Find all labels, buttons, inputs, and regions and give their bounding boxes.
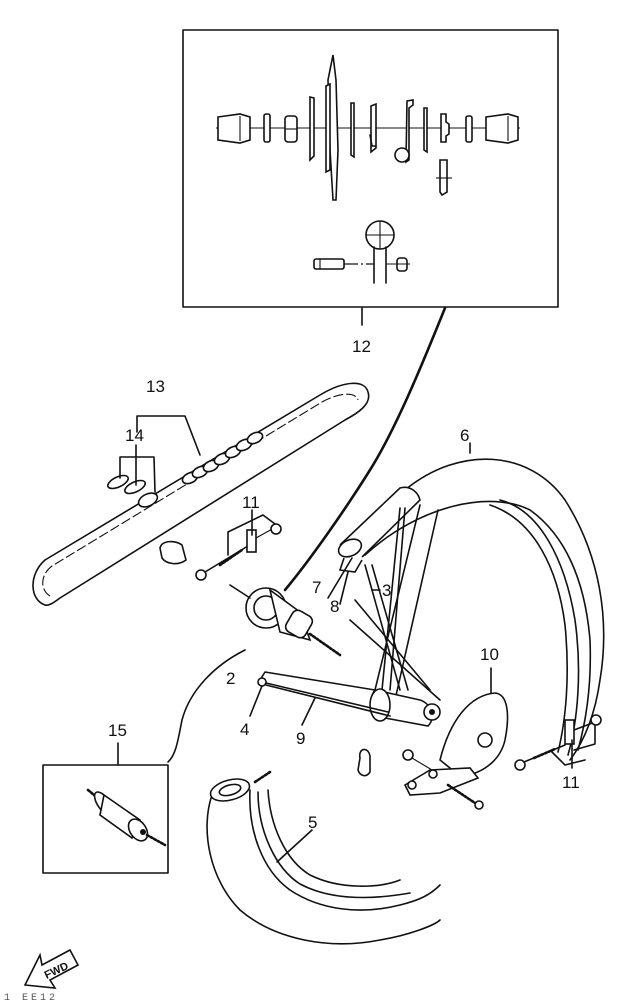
rim xyxy=(206,770,441,945)
cone-nut-left xyxy=(217,113,251,144)
callout-10: 10 xyxy=(480,645,499,664)
cable-clip xyxy=(357,748,371,777)
adjuster-bracket-lower xyxy=(564,719,575,745)
inset-hub-assembly xyxy=(42,764,169,874)
adjuster-eye-lower xyxy=(514,759,526,771)
brake-rod xyxy=(265,682,391,717)
clamp-bolt xyxy=(313,258,345,270)
inset-frame xyxy=(182,29,559,308)
bracket-bolt xyxy=(446,783,477,805)
brake-cable xyxy=(283,306,447,592)
tire xyxy=(364,458,605,761)
spring-clip xyxy=(394,147,410,163)
hub-assembly-15 xyxy=(86,788,167,847)
chain-loop xyxy=(32,382,370,607)
washer-4 xyxy=(257,677,267,687)
brake-arm xyxy=(405,99,414,164)
callout-3: 3 xyxy=(382,581,391,600)
cone-nut-right xyxy=(485,113,519,144)
joint-link xyxy=(137,492,159,508)
brake-bracket-lower xyxy=(403,767,480,796)
spacer-disc xyxy=(350,102,355,159)
leader-7 xyxy=(327,557,353,599)
adjuster-nut-lower xyxy=(590,714,602,726)
bracket-nut xyxy=(402,749,414,761)
callout-11b: 11 xyxy=(562,773,580,792)
rear-hub xyxy=(369,688,441,727)
callout-6: 6 xyxy=(460,426,469,445)
callout-9: 9 xyxy=(296,729,305,748)
callout-7: 7 xyxy=(312,578,321,597)
cable-boot xyxy=(159,540,187,565)
spokes xyxy=(349,504,441,701)
leader-5 xyxy=(276,829,313,863)
brake-plate xyxy=(402,692,509,810)
chain-links xyxy=(107,431,264,508)
leader-9 xyxy=(301,697,316,726)
callout-4: 4 xyxy=(240,720,249,739)
callout-5: 5 xyxy=(308,813,317,832)
callout-15: 15 xyxy=(108,721,127,740)
inset-hub-kit xyxy=(182,29,559,308)
callout-11a: 11 xyxy=(242,493,260,512)
pin xyxy=(423,107,428,154)
callout-2: 2 xyxy=(226,669,235,688)
coaster-hub xyxy=(229,584,342,657)
callout-8: 8 xyxy=(330,597,339,616)
leader-8 xyxy=(339,571,349,605)
leader-11a xyxy=(227,509,276,556)
fwd-direction-arrow: FWD xyxy=(23,948,80,989)
washer-left xyxy=(263,113,271,143)
callout-13: 13 xyxy=(146,377,165,396)
footer-code: 1 EE12 xyxy=(4,993,58,1002)
joint-plate xyxy=(107,474,129,490)
leader-14 xyxy=(119,444,156,493)
leader-4 xyxy=(249,685,263,717)
brake-shoe xyxy=(440,113,450,143)
callout-12: 12 xyxy=(352,337,371,356)
brake-plate-nut xyxy=(477,732,493,748)
joint-clip xyxy=(124,479,146,495)
adjuster-eye xyxy=(195,569,207,581)
dust-plate xyxy=(309,95,315,162)
adjuster-nut xyxy=(270,523,282,535)
adjuster-lower xyxy=(514,714,602,771)
valve-nut xyxy=(253,770,272,784)
callout-14: 14 xyxy=(125,426,144,445)
leader-13 xyxy=(136,415,201,456)
adjuster-upper xyxy=(159,523,282,581)
leader-11b xyxy=(551,739,586,769)
washer-right xyxy=(465,115,473,143)
cable-lower xyxy=(167,649,246,763)
